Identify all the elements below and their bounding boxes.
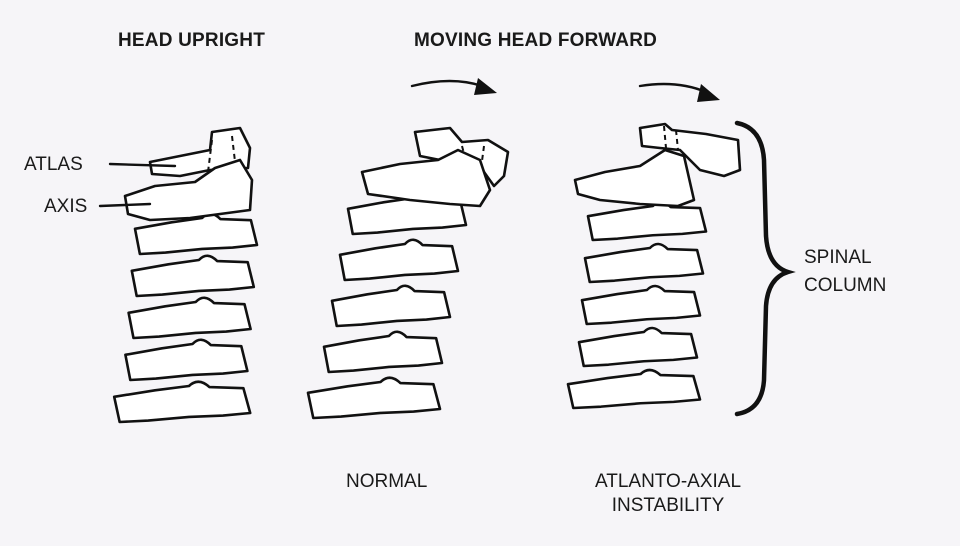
heading-moving-head-forward: MOVING HEAD FORWARD	[414, 30, 658, 51]
axis-leader-line	[98, 202, 152, 208]
axis-vertebra-upright	[123, 158, 254, 222]
upright-vertebra-3	[133, 212, 259, 256]
instability-vertebra-6	[577, 326, 699, 368]
upright-vertebra-5	[127, 296, 252, 340]
forward-arrow-instability	[638, 82, 720, 102]
upright-vertebra-4	[130, 254, 256, 298]
upright-vertebra-6	[124, 338, 249, 382]
normal-vertebra-7	[306, 376, 442, 420]
spine-head-upright	[112, 126, 259, 424]
normal-vertebra-5	[330, 284, 452, 328]
label-atlas: ATLAS	[24, 154, 83, 175]
axis-vertebra-instability	[573, 148, 696, 208]
label-axis: AXIS	[44, 196, 88, 217]
caption-instability-line1: ATLANTO-AXIAL	[594, 471, 742, 492]
axis-vertebra-normal	[360, 148, 492, 208]
label-spinal-column: SPINAL COLUMN	[804, 244, 886, 300]
spine-instability	[566, 122, 742, 410]
spinal-column-brace	[734, 120, 796, 417]
caption-instability: ATLANTO-AXIAL INSTABILITY	[568, 470, 768, 518]
heading-head-upright: HEAD UPRIGHT	[118, 30, 266, 51]
normal-vertebra-6	[322, 330, 444, 374]
instability-vertebra-7	[566, 368, 702, 410]
atlas-leader-line	[108, 162, 177, 168]
instability-vertebra-5	[580, 284, 702, 326]
caption-normal: NORMAL	[346, 471, 428, 492]
spine-normal	[306, 126, 510, 420]
instability-vertebra-4	[583, 242, 705, 284]
label-spinal-line2: COLUMN	[804, 275, 887, 296]
forward-arrow-normal	[410, 78, 497, 95]
label-spinal-line1: SPINAL	[804, 247, 872, 268]
normal-vertebra-4	[338, 238, 460, 282]
upright-vertebra-7	[112, 380, 252, 424]
instability-vertebra-3	[586, 200, 708, 242]
caption-instability-line2: INSTABILITY	[611, 495, 725, 516]
